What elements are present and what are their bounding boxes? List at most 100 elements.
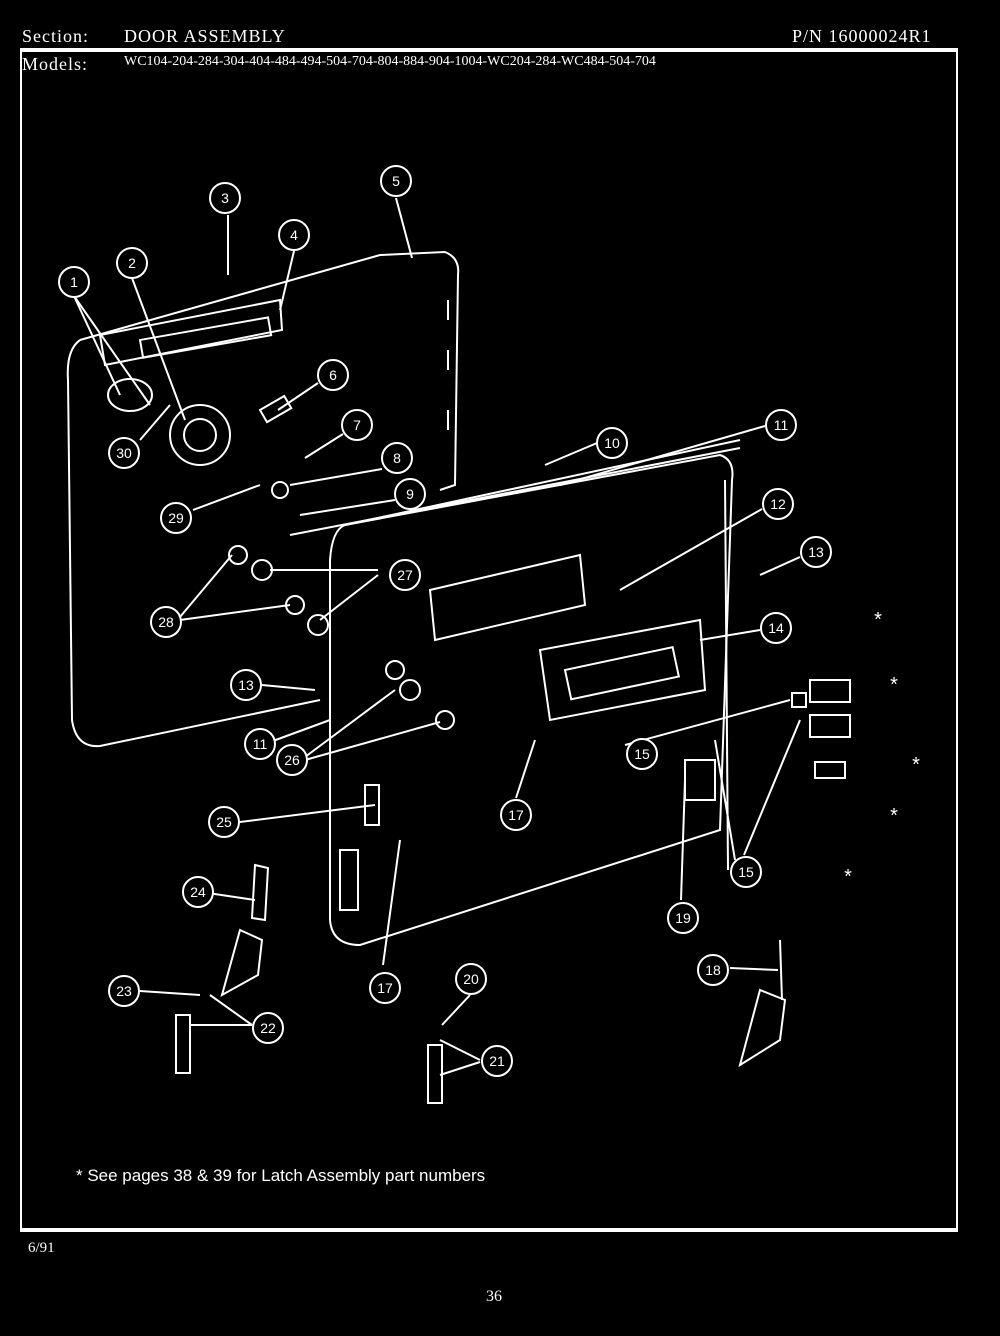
latch-asterisk-marker: * <box>874 609 882 631</box>
callout-circle <box>182 876 214 908</box>
callout-2: 2 <box>116 247 148 279</box>
callout-number: 10 <box>604 435 620 451</box>
callout-circle <box>760 612 792 644</box>
callout-number: 22 <box>260 1020 276 1036</box>
callout-number: 15 <box>738 864 754 880</box>
callout-1: 1 <box>58 266 90 298</box>
callout-13: 13 <box>800 536 832 568</box>
callout-number: 19 <box>675 910 691 926</box>
callout-circle <box>667 902 699 934</box>
callout-14: 14 <box>760 612 792 644</box>
latch-footnote: * See pages 38 & 39 for Latch Assembly p… <box>76 1166 486 1185</box>
callout-4: 4 <box>278 219 310 251</box>
callout-circle <box>160 502 192 534</box>
callout-number: 8 <box>393 450 401 466</box>
callout-number: 7 <box>353 417 361 433</box>
callout-number: 17 <box>508 807 524 823</box>
callout-7: 7 <box>341 409 373 441</box>
callout-number: 24 <box>190 884 206 900</box>
callout-circle <box>252 1012 284 1044</box>
callout-circle <box>697 954 729 986</box>
callout-number: 6 <box>329 367 337 383</box>
callout-3: 3 <box>209 182 241 214</box>
callout-number: 11 <box>774 417 789 433</box>
header-divider <box>20 48 958 50</box>
callout-circle <box>58 266 90 298</box>
callout-number: 2 <box>128 255 136 271</box>
callout-number: 3 <box>221 190 229 206</box>
callout-18: 18 <box>697 954 729 986</box>
callout-circle <box>455 963 487 995</box>
callout-number: 13 <box>238 677 254 693</box>
diagram-frame <box>20 50 958 1230</box>
callout-circle <box>389 559 421 591</box>
callout-number: 17 <box>377 980 393 996</box>
callout-number: 21 <box>489 1053 505 1069</box>
callout-circle <box>116 247 148 279</box>
latch-asterisk-marker: * <box>890 674 898 696</box>
callout-number: 13 <box>808 544 824 560</box>
latch-asterisk-marker: * <box>912 754 920 776</box>
callout-number: 18 <box>705 962 721 978</box>
callout-number: 12 <box>770 496 786 512</box>
callout-30: 30 <box>108 437 140 469</box>
callout-circle <box>596 427 628 459</box>
callout-number: 4 <box>290 227 298 243</box>
footer-divider <box>20 1230 958 1232</box>
callout-circle <box>108 437 140 469</box>
callout-24: 24 <box>182 876 214 908</box>
callout-17: 17 <box>369 972 401 1004</box>
callout-circle <box>626 738 658 770</box>
callout-circle <box>762 488 794 520</box>
callout-circle <box>208 806 240 838</box>
section-label: Section: <box>22 26 89 46</box>
callout-number: 23 <box>116 983 132 999</box>
latch-asterisk-marker: * <box>844 866 852 888</box>
callout-8: 8 <box>381 442 413 474</box>
callout-25: 25 <box>208 806 240 838</box>
page-number: 36 <box>486 1288 502 1305</box>
callout-9: 9 <box>394 478 426 510</box>
callout-12: 12 <box>762 488 794 520</box>
callout-circle <box>244 728 276 760</box>
callout-number: 30 <box>116 445 132 461</box>
callout-19: 19 <box>667 902 699 934</box>
callout-circle <box>394 478 426 510</box>
callout-circle <box>481 1045 513 1077</box>
callout-number: 20 <box>463 971 479 987</box>
callout-number: 26 <box>284 752 300 768</box>
callout-circle <box>765 409 797 441</box>
callout-number: 27 <box>397 567 413 583</box>
models-list: WC104-204-284-304-404-484-494-504-704-80… <box>124 54 656 69</box>
callout-29: 29 <box>160 502 192 534</box>
callout-circle <box>341 409 373 441</box>
callout-number: 14 <box>768 620 784 636</box>
callout-circle <box>209 182 241 214</box>
callout-number: 15 <box>634 746 650 762</box>
callout-circle <box>730 856 762 888</box>
callout-circle <box>381 442 413 474</box>
callout-number: 5 <box>392 173 400 189</box>
callout-number: 9 <box>406 486 414 502</box>
callout-13: 13 <box>230 669 262 701</box>
callout-27: 27 <box>389 559 421 591</box>
callout-circle <box>369 972 401 1004</box>
callout-circle <box>230 669 262 701</box>
callout-20: 20 <box>455 963 487 995</box>
callout-10: 10 <box>596 427 628 459</box>
callout-circle <box>150 606 182 638</box>
callout-11: 11 <box>765 409 797 441</box>
callout-28: 28 <box>150 606 182 638</box>
section-title: DOOR ASSEMBLY <box>124 26 286 46</box>
callout-circle <box>108 975 140 1007</box>
callout-circle <box>278 219 310 251</box>
callout-number: 28 <box>158 614 174 630</box>
callout-15: 15 <box>626 738 658 770</box>
revision-date: 6/91 <box>28 1240 55 1256</box>
callout-23: 23 <box>108 975 140 1007</box>
callout-number: 11 <box>253 736 268 752</box>
callout-21: 21 <box>481 1045 513 1077</box>
callout-22: 22 <box>252 1012 284 1044</box>
callout-17: 17 <box>500 799 532 831</box>
